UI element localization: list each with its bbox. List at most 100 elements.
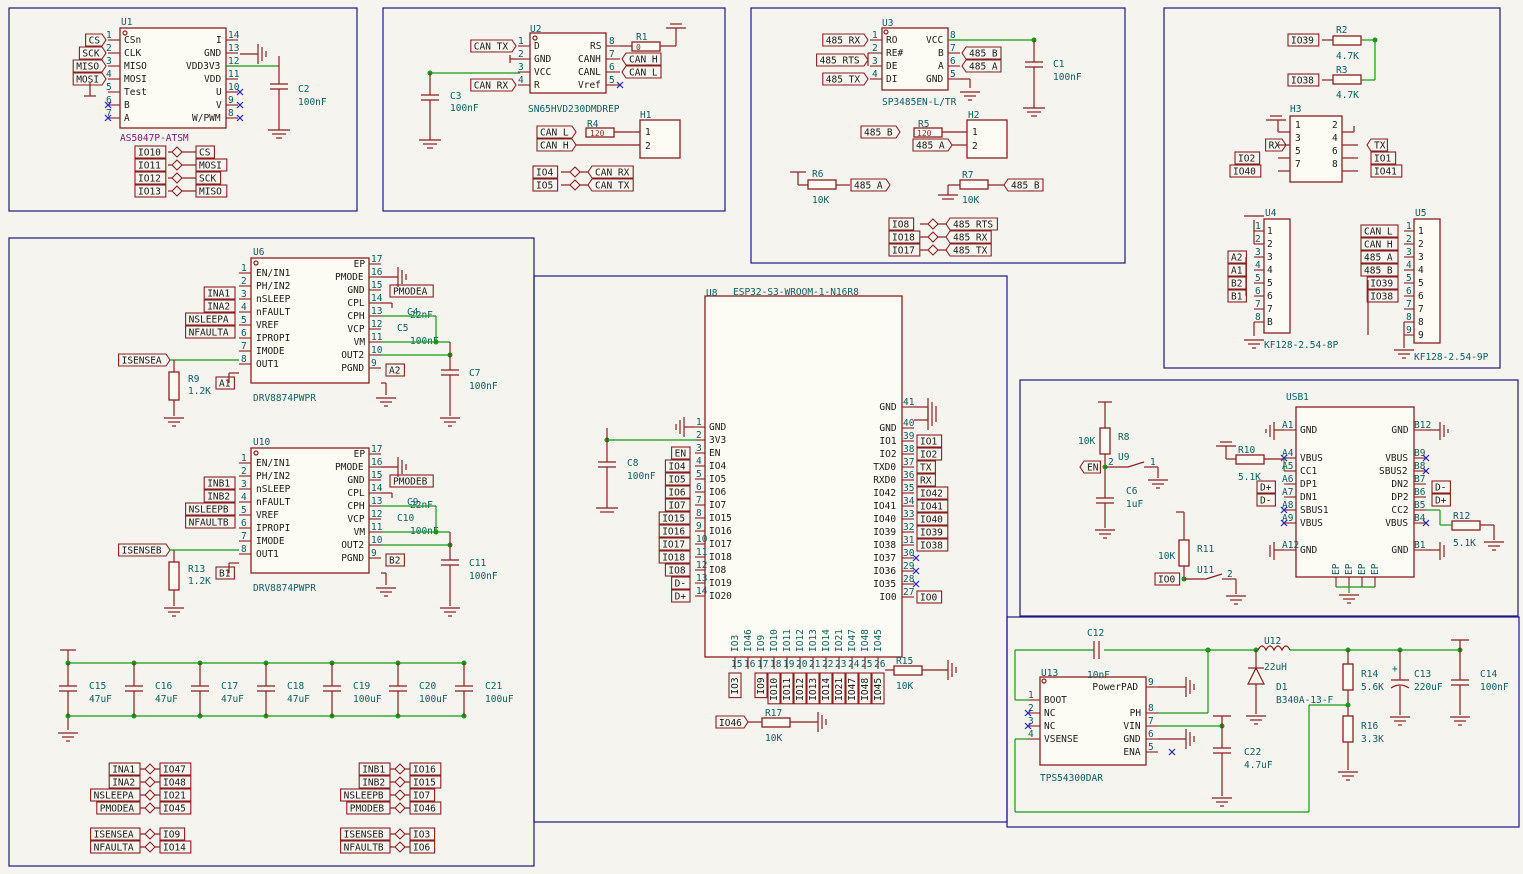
r1-resistor[interactable]: R1 0	[620, 23, 686, 52]
c2-capacitor[interactable]: C2 100nF	[226, 44, 327, 139]
pin-number: 7	[106, 108, 112, 119]
net-io16: IO16	[662, 527, 685, 538]
pin-number: 4	[696, 456, 702, 467]
r5-h2[interactable]: R5 120 H2 12	[913, 110, 1008, 159]
bulk-capacitors[interactable]: C1547uFC1647uFC1747uFC1847uFC19100uFC201…	[58, 649, 514, 742]
pin-name-io17: IO17	[709, 539, 732, 550]
c8-capacitor[interactable]: C8 100nF	[596, 417, 695, 513]
pin-number: 16	[371, 457, 383, 468]
pin-number: 17	[757, 659, 768, 670]
pin-number: A6	[1282, 474, 1294, 485]
net-io15: IO15	[662, 514, 685, 525]
r2-r3[interactable]: R2 4.7K R3 4.7K	[1322, 25, 1378, 101]
pin-name-io21: IO21	[834, 629, 845, 652]
pin-number: 9	[371, 358, 377, 369]
r7-value: 10K	[962, 195, 979, 206]
c14-value: 100nF	[1480, 682, 1509, 693]
c16-ref: C16	[155, 681, 172, 692]
r3-value: 4.7K	[1336, 90, 1359, 101]
u5-terminal[interactable]: U5 KF128-2.54-9P 112233445566778899CAN_L…	[1360, 208, 1489, 363]
pin-number: 30	[903, 548, 915, 559]
pin-name-io20: IO20	[709, 591, 732, 602]
io46-label: IO46	[719, 718, 742, 729]
r17-value: 10K	[765, 733, 782, 744]
pin-name-out2: OUT2	[341, 350, 364, 361]
pin-ep: EP	[1370, 563, 1381, 575]
pin-number: 5	[1267, 278, 1273, 289]
pin-name-io12: IO12	[795, 629, 806, 652]
net-dp: D+	[675, 592, 687, 603]
pin-name-cph: CPH	[347, 501, 364, 512]
pin-number: 8	[1406, 312, 1412, 323]
r11-value: 10K	[1158, 551, 1175, 562]
pin-number: 2	[1406, 234, 1412, 245]
pin-name-vbus: VBUS	[1300, 518, 1323, 529]
net-can-l: CAN_L	[629, 68, 658, 79]
net-io5: IO5	[536, 181, 553, 192]
pin-number: 5	[696, 469, 702, 480]
pin-name-io10: IO10	[769, 629, 780, 652]
pin-number: 34	[903, 496, 915, 507]
svg-text:2: 2	[1332, 120, 1338, 131]
c1-capacitor[interactable]: C1 100nF	[948, 37, 1082, 117]
pin-name-gnd: GND	[1391, 545, 1408, 556]
net-inb1: INB1	[362, 765, 385, 776]
pin-number: 33	[903, 509, 914, 520]
pin-number: 6	[1267, 291, 1273, 302]
net-io16: IO16	[413, 765, 436, 776]
net-can-h: CAN_H	[1364, 240, 1393, 251]
pin-number: 11	[371, 522, 383, 533]
c21-ref: C21	[485, 681, 502, 692]
r15-value: 10K	[896, 681, 913, 692]
c4-ref: C4	[407, 307, 419, 318]
net-485_rx: 485_RX	[953, 233, 988, 244]
r4-h1[interactable]: R4 120 H1 12	[576, 110, 681, 159]
pin-name-gnd: GND	[926, 74, 943, 85]
r15-r17[interactable]: R15 10K R17 10K IO46	[715, 656, 957, 744]
c1-value: 100nF	[1053, 72, 1082, 83]
pin-number: 8	[1148, 703, 1154, 714]
pin-number: 6	[1255, 286, 1261, 297]
power-support[interactable]: C1210nFU1222uHD1B340A-13-FR145.6KR163.3K…	[1014, 628, 1509, 813]
pin-number: 13	[371, 496, 382, 507]
pin-number: 4	[241, 302, 247, 313]
pin-number: 7	[1406, 299, 1412, 310]
net-b2: B2	[1231, 279, 1242, 290]
pin-number: 1	[1028, 690, 1034, 701]
net-rx: RX	[920, 476, 932, 487]
u4-terminal[interactable]: U4 KF128-2.54-8P 11223344556677B8A2A1B2B…	[1227, 208, 1339, 351]
pin-number: 1	[1418, 226, 1424, 237]
pin-name-io48: IO48	[860, 629, 871, 652]
pin-number: 2	[106, 43, 112, 54]
net-485-a: 485_A	[1364, 253, 1393, 264]
pin-name-test: Test	[124, 87, 147, 98]
pin-name-nsleep: nSLEEP	[256, 484, 291, 495]
svg-text:7: 7	[1295, 159, 1301, 170]
pin-name-io13: IO13	[808, 629, 819, 652]
pin-name-gnd: GND	[347, 475, 364, 486]
pin-number: 4	[1406, 260, 1412, 271]
pin-name-io0: IO0	[879, 592, 896, 603]
c6-ref: C6	[1126, 486, 1138, 497]
pin-number: 11	[371, 332, 383, 343]
pin-number: 5	[1418, 278, 1424, 289]
c8-ref: C8	[627, 458, 639, 469]
pin-number: 3	[1418, 252, 1424, 263]
c3-capacitor[interactable]: C3 100nF	[419, 70, 520, 149]
net-isenseb: ISENSEB	[344, 830, 384, 841]
r6-r7[interactable]: R6 10K R7 10K	[790, 169, 1004, 206]
net-nsleepa: NSLEEPA	[94, 791, 134, 802]
pin-name-3v3: 3V3	[709, 435, 726, 446]
